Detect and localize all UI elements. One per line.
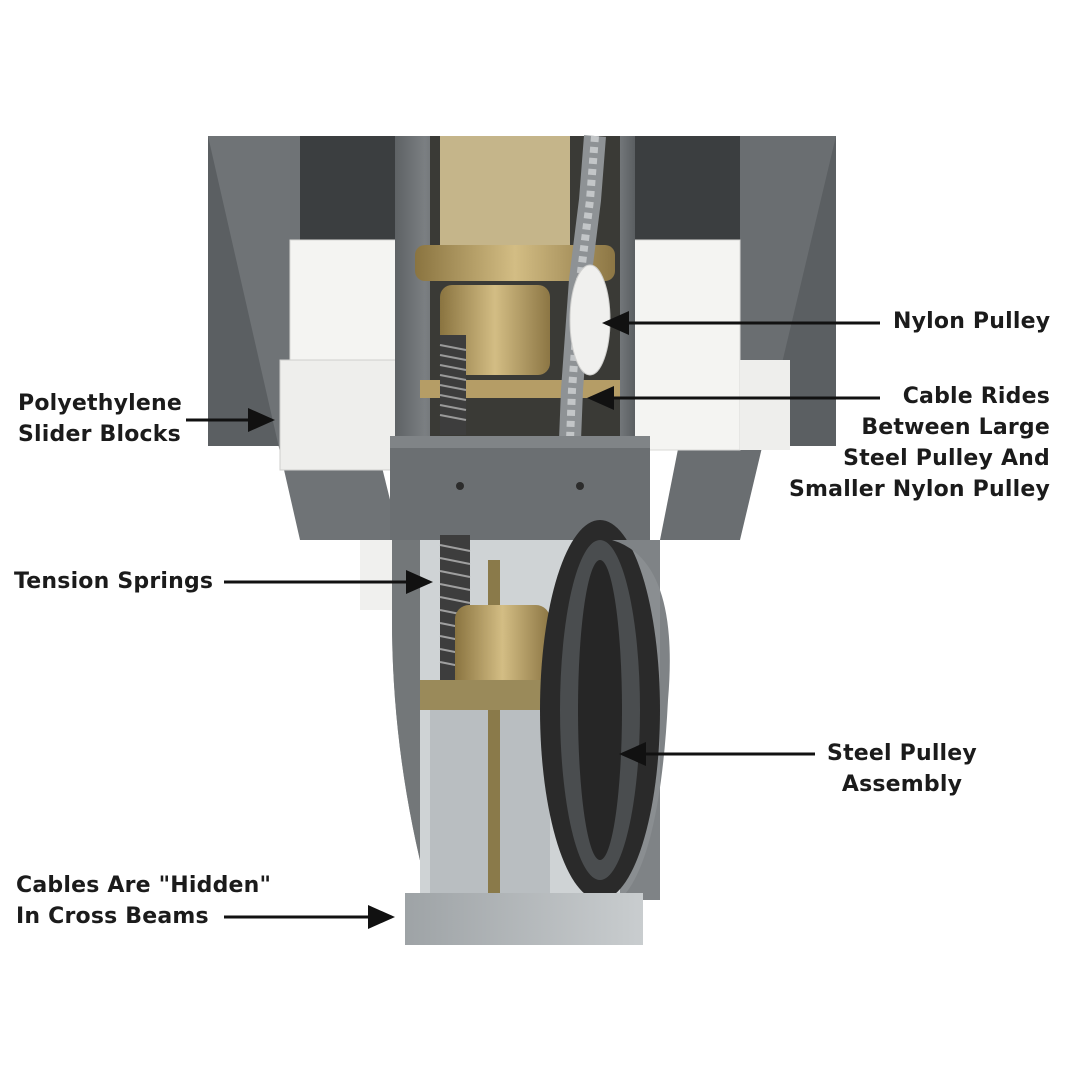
brass-hub	[455, 605, 550, 700]
upper-spring	[439, 335, 467, 435]
label-slider-blocks: Polyethylene Slider Blocks	[18, 388, 182, 450]
label-nylon-pulley: Nylon Pulley	[893, 306, 1050, 337]
label-cables-hidden: Cables Are "Hidden" In Cross Beams	[16, 870, 271, 932]
label-line: Cable Rides	[902, 384, 1050, 409]
steel-pulley	[540, 520, 670, 900]
nylon-pulley	[569, 264, 611, 376]
label-line: In Cross Beams	[16, 904, 209, 929]
label-line: Assembly	[841, 772, 963, 797]
slider-blocks	[279, 239, 790, 610]
label-line: Steel Pulley And	[843, 446, 1050, 471]
label-line: Steel Pulley	[827, 741, 977, 766]
label-cable-rides: Cable Rides Between Large Steel Pulley A…	[789, 381, 1050, 505]
label-line: Between Large	[861, 415, 1050, 440]
label-line: Tension Springs	[14, 569, 214, 594]
label-line: Nylon Pulley	[893, 309, 1051, 334]
label-line: Slider Blocks	[18, 422, 181, 447]
callout-arrows	[186, 311, 880, 929]
label-line: Polyethylene	[18, 391, 183, 416]
label-line: Cables Are "Hidden"	[16, 873, 272, 898]
label-steel-pulley: Steel Pulley Assembly	[826, 738, 978, 800]
cross-plate	[390, 436, 650, 540]
label-tension-springs: Tension Springs	[14, 566, 213, 597]
label-line: Smaller Nylon Pulley	[789, 477, 1050, 502]
cross-beam	[405, 893, 643, 945]
